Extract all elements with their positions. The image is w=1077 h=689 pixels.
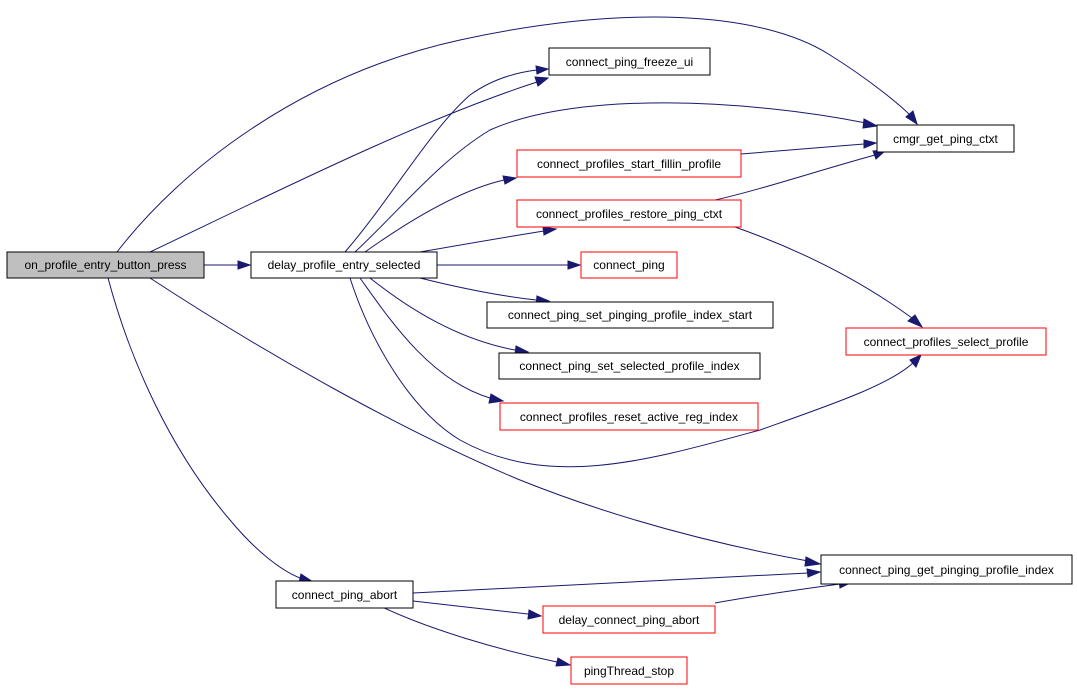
node-pingthread-stop[interactable]: pingThread_stop: [570, 656, 688, 685]
edge-delay-profile-entry-selected-to-connect-ping-freeze-ui: [344, 65, 550, 253]
edge-delay-profile-entry-selected-to-cmgr-get-ping-ctxt: [354, 102, 879, 253]
node-label: connect_profiles_restore_ping_ctxt: [536, 207, 723, 221]
node-label: pingThread_stop: [584, 664, 674, 678]
node-label: connect_profiles_select_profile: [864, 335, 1029, 349]
edge-on-profile-entry-button-press-to-delay-profile-entry-selected: [204, 260, 252, 270]
node-connect-ping-set-pinging-profile-index-start[interactable]: connect_ping_set_pinging_profile_index_s…: [486, 301, 774, 329]
node-connect-profiles-reset-active-reg-index[interactable]: connect_profiles_reset_active_reg_index: [499, 402, 759, 431]
node-on-profile-entry-button-press[interactable]: on_profile_entry_button_press: [6, 251, 205, 279]
edges: [107, 16, 924, 667]
edge-delay-profile-entry-selected-to-connect-ping: [437, 260, 582, 270]
node-label: connect_ping_abort: [292, 588, 398, 602]
edge-delay-profile-entry-selected-to-connect-profiles-reset-active-reg-index: [359, 277, 505, 404]
edge-connect-profiles-start-fillin-profile-to-cmgr-get-ping-ctxt: [740, 139, 878, 155]
node-label: delay_connect_ping_abort: [559, 613, 700, 627]
node-label: connect_ping_set_selected_profile_index: [519, 359, 739, 373]
edge-delay-profile-entry-selected-to-connect-profiles-select-profile: [349, 277, 922, 468]
node-label: connect_profiles_reset_active_reg_index: [520, 410, 738, 424]
node-label: on_profile_entry_button_press: [24, 258, 186, 272]
node-label: cmgr_get_ping_ctxt: [893, 132, 998, 146]
edge-on-profile-entry-button-press-to-connect-ping-abort: [107, 277, 315, 584]
node-label: connect_ping_get_pinging_profile_index: [839, 563, 1054, 577]
node-label: connect_ping: [593, 258, 664, 272]
node-connect-ping[interactable]: connect_ping: [580, 251, 678, 279]
edge-on-profile-entry-button-press-to-cmgr-get-ping-ctxt: [116, 16, 918, 253]
edge-connect-ping-abort-to-delay-connect-ping-abort: [412, 600, 543, 620]
edge-delay-profile-entry-selected-to-connect-profiles-restore-ping-ctxt: [419, 226, 558, 253]
nodes: on_profile_entry_button_press delay_prof…: [6, 47, 1073, 685]
node-connect-profiles-select-profile[interactable]: connect_profiles_select_profile: [845, 327, 1047, 356]
node-label: connect_ping_freeze_ui: [566, 55, 693, 69]
edge-on-profile-entry-button-press-to-connect-ping-freeze-ui: [149, 76, 550, 253]
node-connect-profiles-start-fillin-profile[interactable]: connect_profiles_start_fillin_profile: [516, 149, 742, 178]
node-label: connect_ping_set_pinging_profile_index_s…: [508, 308, 753, 322]
edge-on-profile-entry-button-press-to-connect-ping-get-pinging-profile-index: [149, 277, 822, 567]
node-connect-profiles-restore-ping-ctxt[interactable]: connect_profiles_restore_ping_ctxt: [516, 199, 742, 228]
node-connect-ping-abort[interactable]: connect_ping_abort: [275, 580, 414, 609]
edge-connect-ping-abort-to-pingthread-stop: [379, 605, 572, 667]
node-connect-ping-freeze-ui[interactable]: connect_ping_freeze_ui: [548, 47, 711, 76]
edge-delay-profile-entry-selected-to-connect-ping-set-pinging-profile-index-start: [419, 277, 551, 306]
edge-delay-profile-entry-selected-to-connect-profiles-start-fillin-profile: [364, 175, 518, 253]
node-label: delay_profile_entry_selected: [268, 258, 421, 272]
node-label: connect_profiles_start_fillin_profile: [537, 157, 721, 171]
edge-connect-profiles-restore-ping-ctxt-to-connect-profiles-select-profile: [734, 226, 924, 329]
node-connect-ping-get-pinging-profile-index[interactable]: connect_ping_get_pinging_profile_index: [820, 554, 1073, 585]
node-connect-ping-set-selected-profile-index[interactable]: connect_ping_set_selected_profile_index: [498, 352, 761, 380]
edge-connect-ping-abort-to-connect-ping-get-pinging-profile-index: [412, 568, 822, 594]
node-cmgr-get-ping-ctxt[interactable]: cmgr_get_ping_ctxt: [876, 124, 1015, 153]
node-delay-connect-ping-abort[interactable]: delay_connect_ping_abort: [542, 605, 716, 634]
node-delay-profile-entry-selected[interactable]: delay_profile_entry_selected: [250, 251, 438, 279]
